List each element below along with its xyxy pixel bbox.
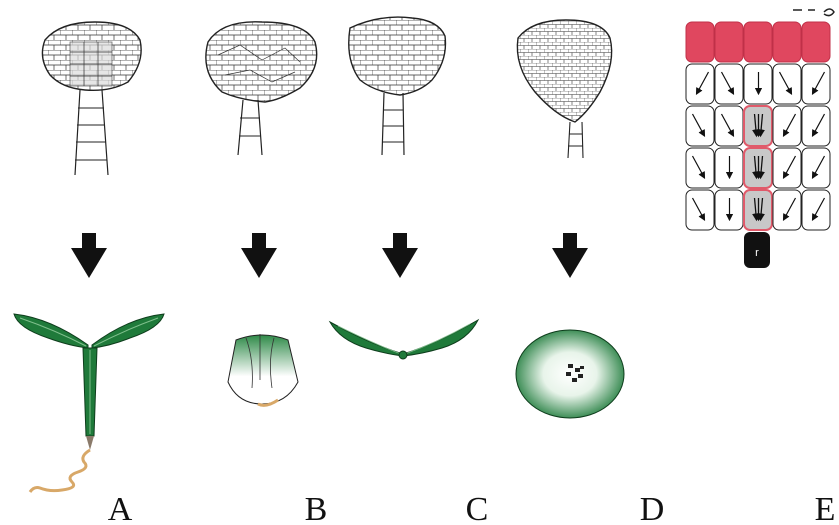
top-row-cell xyxy=(773,22,801,62)
grid-cell xyxy=(802,148,830,188)
panel-label-b: B xyxy=(305,491,328,525)
embryo-a xyxy=(42,22,141,175)
top-row-cell xyxy=(686,22,714,62)
panel-label-a: A xyxy=(108,491,133,525)
root-cell-label: r xyxy=(755,247,759,259)
down-arrow-c-icon xyxy=(382,233,418,278)
embryo-b xyxy=(206,22,317,155)
grid-cell xyxy=(802,106,830,146)
grid-cell xyxy=(802,64,830,104)
seedling-d xyxy=(516,330,624,418)
down-arrow-a-icon xyxy=(71,233,107,278)
grid-cell xyxy=(686,148,714,188)
grid-cell xyxy=(715,64,743,104)
grid-cell xyxy=(802,190,830,230)
seedling-c xyxy=(330,320,478,359)
embryo-c xyxy=(349,17,446,155)
down-arrow-d-icon xyxy=(552,233,588,278)
panel-label-c: C xyxy=(466,491,489,525)
grid-cell xyxy=(773,64,801,104)
grid-cell xyxy=(686,106,714,146)
grid-cell xyxy=(773,148,801,188)
grid-cell xyxy=(773,106,801,146)
down-arrow-b-icon xyxy=(241,233,277,278)
cell-grid-e: r xyxy=(686,9,834,268)
top-row-cell xyxy=(802,22,830,62)
top-row-cell xyxy=(744,22,772,62)
grid-cell xyxy=(686,190,714,230)
grid-cell xyxy=(686,64,714,104)
grid-cell xyxy=(715,106,743,146)
top-row-cell xyxy=(715,22,743,62)
embryo-d xyxy=(517,20,611,158)
seedling-b xyxy=(228,334,298,405)
panel-label-e: E xyxy=(815,491,836,525)
grid-cell xyxy=(773,190,801,230)
panel-label-d: D xyxy=(640,491,665,525)
seedling-a xyxy=(14,314,164,492)
arrows-row xyxy=(71,233,588,278)
